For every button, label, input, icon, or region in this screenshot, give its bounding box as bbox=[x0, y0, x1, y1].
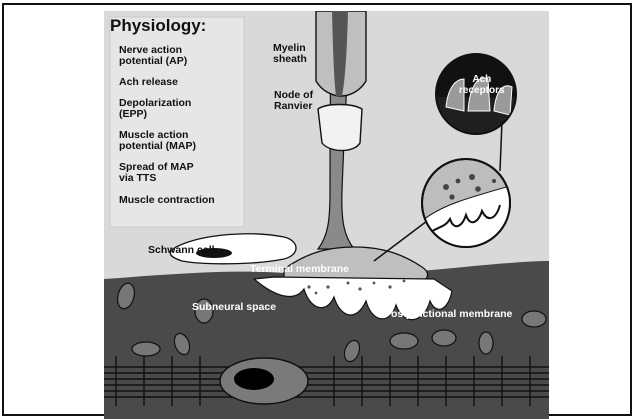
label-ach-receptors: Ach receptors bbox=[459, 75, 505, 96]
label-myelin-sheath: Myelin sheath bbox=[273, 43, 307, 65]
physiology-step-5: Spread of MAP via TTS bbox=[119, 162, 194, 184]
label-node-of-ranvier: Node of Ranvier bbox=[274, 90, 313, 112]
label-subneural-space: Subneural space bbox=[192, 302, 276, 313]
label-schwann-cell: Schwann cell bbox=[148, 245, 215, 256]
physiology-step-3: Depolarization (EPP) bbox=[119, 98, 191, 120]
neuromuscular-junction-figure: Physiology: Nerve action potential (AP) … bbox=[104, 11, 549, 419]
physiology-step-6: Muscle contraction bbox=[119, 195, 215, 206]
physiology-step-1: Nerve action potential (AP) bbox=[119, 45, 187, 67]
label-terminal-membrane: Terminal membrane bbox=[250, 264, 349, 275]
muscle-nucleolus bbox=[234, 368, 274, 390]
physiology-step-4: Muscle action potential (MAP) bbox=[119, 130, 196, 152]
physiology-title: Physiology: bbox=[110, 17, 206, 35]
label-postjunctional-membrane: Postjunctional membrane bbox=[384, 309, 512, 320]
nmj-illustration bbox=[104, 11, 549, 419]
physiology-step-2: Ach release bbox=[119, 77, 178, 88]
myelin-sheath-segment-2 bbox=[318, 105, 362, 151]
